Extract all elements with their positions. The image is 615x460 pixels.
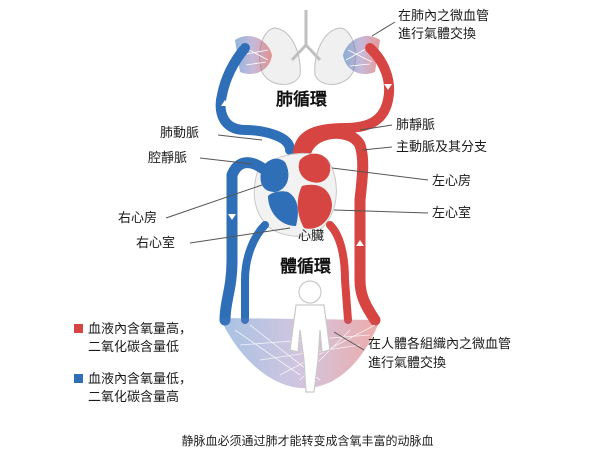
label-body-capillary-line1: 在人體各組織內之微血管 xyxy=(368,336,511,352)
lungs xyxy=(259,10,356,85)
label-lung-capillary-line2: 進行氣體交換 xyxy=(398,26,476,42)
human-figure xyxy=(289,280,331,393)
label-aorta: 主動脈及其分支 xyxy=(396,140,487,155)
label-body-capillary-line2: 進行氣體交換 xyxy=(368,355,446,371)
legend-oxygenated-line2: 二氧化碳含量低 xyxy=(88,339,179,355)
flow-arrows xyxy=(221,84,392,246)
pulmonary-artery-vessel xyxy=(215,43,295,155)
label-left-ventricle: 左心室 xyxy=(432,205,471,221)
label-pulmonary-circulation: 肺循環 xyxy=(276,89,328,110)
aorta-vessel xyxy=(299,127,369,206)
systemic-artery-vessel xyxy=(326,194,381,326)
legend-oxygenated-line1: 血液內含氧量高， xyxy=(88,321,192,337)
label-pulmonary-vein: 肺靜脈 xyxy=(396,118,435,133)
legend-swatch-deoxygenated xyxy=(74,374,83,383)
circulation-diagram: 在肺內之微血管 進行氣體交換 肺循環 肺動脈 肺靜脈 主動脈及其分支 腔靜脈 左… xyxy=(74,9,511,405)
label-heart: 心臟 xyxy=(298,229,324,244)
label-right-atrium: 右心房 xyxy=(118,210,157,226)
label-systemic-circulation: 體循環 xyxy=(280,256,332,277)
pulmonary-vein-vessel xyxy=(293,43,394,157)
legend-deoxygenated-line1: 血液內含氧量低， xyxy=(88,371,192,387)
legend-deoxygenated-line2: 二氧化碳含量高 xyxy=(88,389,179,405)
label-left-atrium: 左心房 xyxy=(432,173,471,189)
label-lung-capillary-line1: 在肺內之微血管 xyxy=(398,9,489,24)
leader-lines xyxy=(165,21,429,351)
right-ventricle-chamber xyxy=(268,191,298,226)
label-pulmonary-artery: 肺動脈 xyxy=(160,126,199,141)
left-ventricle-chamber xyxy=(297,184,332,229)
heart xyxy=(253,152,337,237)
label-right-ventricle: 右心室 xyxy=(136,235,175,251)
left-atrium-chamber xyxy=(298,153,331,183)
legend: 血液內含氧量高， 二氧化碳含量低 血液內含氧量低， 二氧化碳含量高 xyxy=(74,321,192,405)
right-atrium-chamber xyxy=(260,158,289,192)
legend-swatch-oxygenated xyxy=(74,324,83,333)
label-vena-cava: 腔靜脈 xyxy=(148,151,187,166)
figure-caption: 静脉血必须通过肺才能转变成含氧丰富的动脉血 xyxy=(181,434,434,448)
